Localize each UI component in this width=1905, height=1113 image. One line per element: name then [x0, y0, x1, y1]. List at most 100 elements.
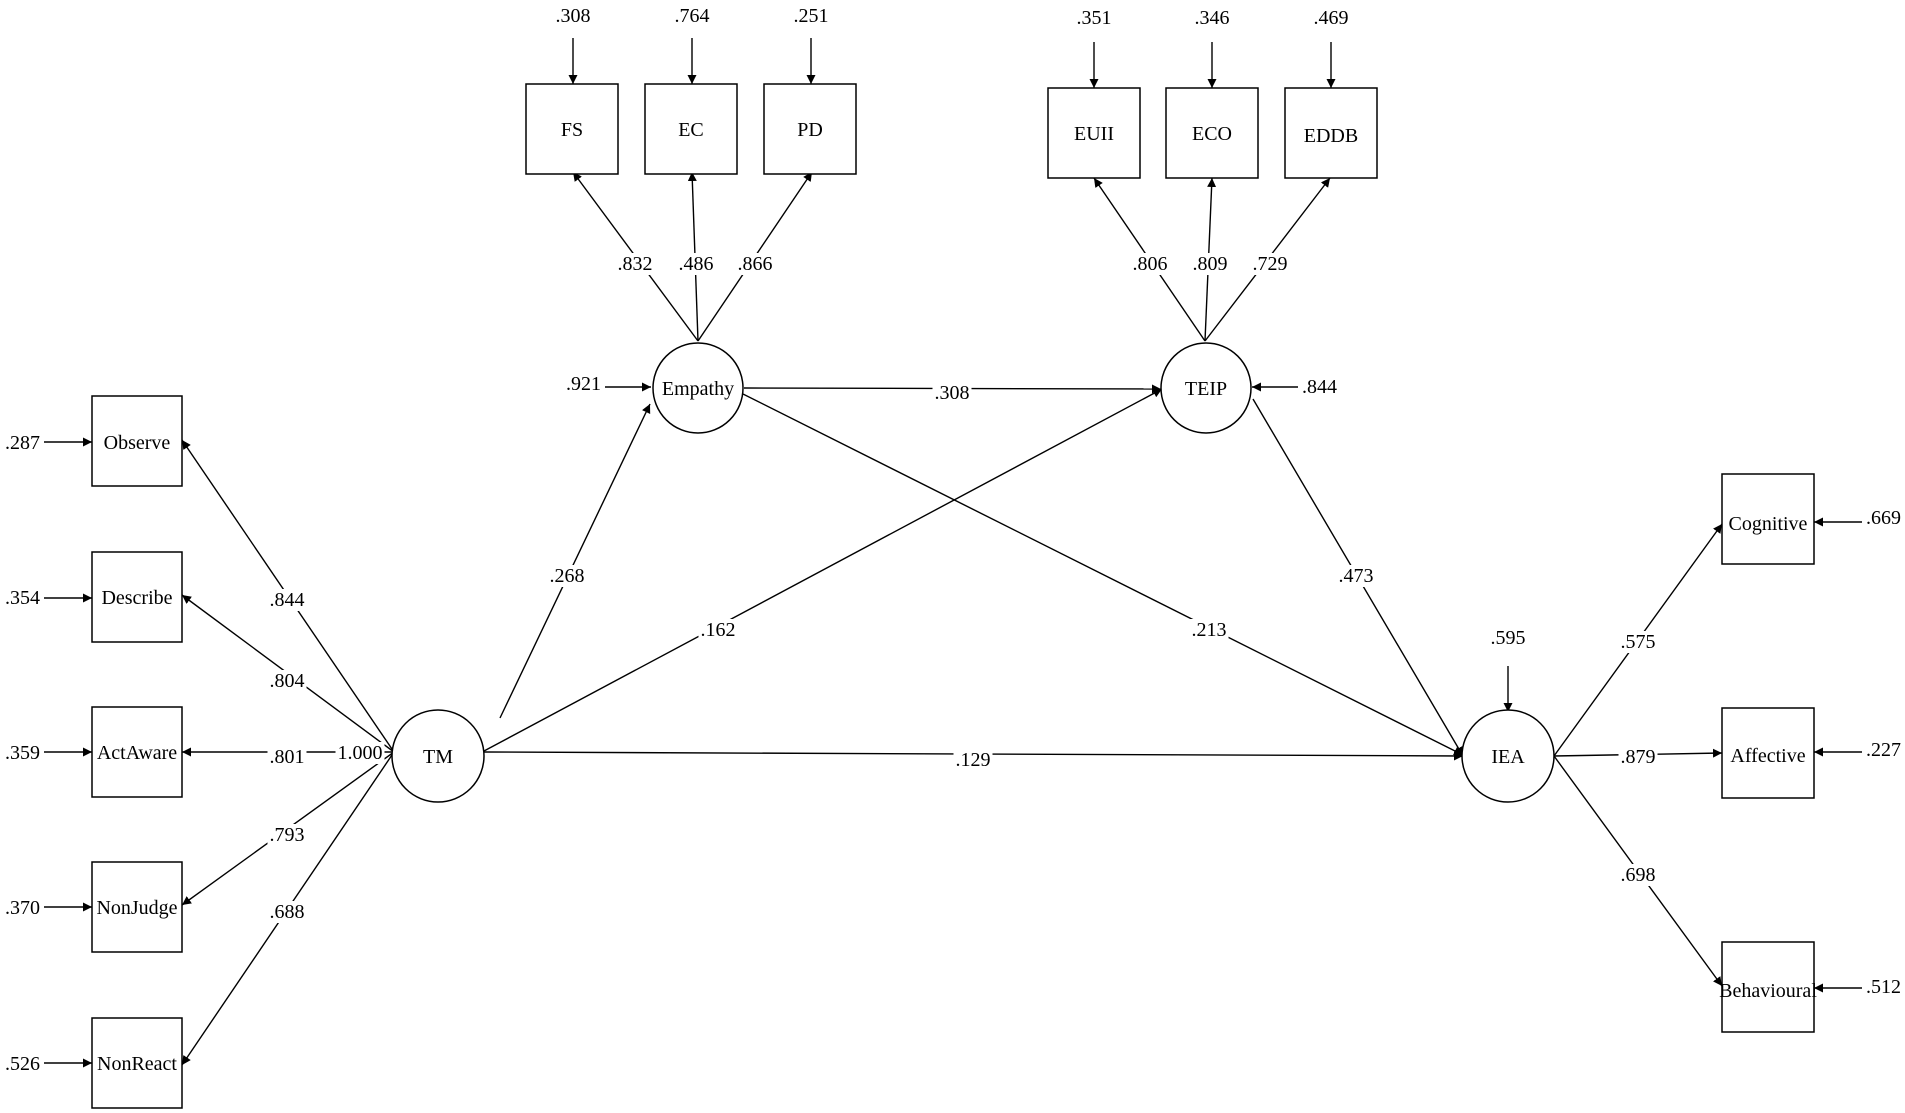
circle-tm: [391, 709, 485, 803]
coef-label-bg: [1189, 619, 1229, 641]
error-pd: .251: [794, 5, 829, 27]
coef-tm-teip: .162: [701, 619, 736, 641]
circle-iea: [1461, 709, 1555, 803]
error-euii: .351: [1077, 7, 1112, 29]
coef-label-bg: [1250, 253, 1290, 275]
coef-teip-eddb: .729: [1253, 253, 1288, 275]
error-actaware: .359: [5, 742, 40, 764]
label-behavioural: Behavioural: [1719, 980, 1817, 1002]
box-affective: [1721, 707, 1815, 799]
coef-label-bg: [676, 253, 716, 275]
box-eco: [1165, 87, 1259, 179]
box-nonjudge: [91, 861, 183, 953]
path-coefficients: .832 .486 .866 .806 .809 .729 .844 .804 …: [267, 253, 1658, 923]
coef-label-bg: [267, 824, 307, 846]
label-fs: FS: [561, 119, 583, 141]
label-pd: PD: [797, 119, 823, 141]
box-cognitive: [1721, 473, 1815, 565]
coef-label-bg: [547, 565, 587, 587]
box-describe: [91, 551, 183, 643]
error-observe: .287: [5, 432, 40, 454]
coef-tm-actaware: .801: [270, 746, 305, 768]
coef-label-bg: [335, 742, 385, 764]
label-describe: Describe: [101, 587, 172, 609]
box-pd: [763, 83, 857, 175]
error-empathy: .921: [566, 373, 601, 395]
error-nonjudge: .370: [5, 897, 40, 919]
coef-label-bg: [953, 749, 993, 771]
coef-iea-cognitive: .575: [1621, 631, 1656, 653]
coef-label-bg: [1618, 864, 1658, 886]
coef-tm-describe: .804: [270, 670, 305, 692]
label-eddb: EDDB: [1304, 125, 1358, 147]
box-actaware: [91, 706, 183, 798]
edge-tm-teip: [483, 388, 1163, 752]
error-labels: .308 .764 .251 .351 .346 .469 .287 .354 …: [5, 5, 1901, 1075]
error-eddb: .469: [1314, 7, 1349, 29]
label-tm: TM: [423, 746, 453, 768]
coef-label-bg: [1130, 253, 1170, 275]
error-teip: .844: [1302, 376, 1337, 398]
label-iea: IEA: [1491, 746, 1525, 768]
circle-empathy: [652, 342, 744, 434]
box-eddb: [1284, 87, 1378, 179]
error-ec: .764: [675, 5, 710, 27]
label-nonjudge: NonJudge: [96, 897, 177, 919]
error-iea: .595: [1491, 627, 1526, 649]
label-teip: TEIP: [1185, 378, 1227, 400]
box-fs: [525, 83, 619, 175]
label-observe: Observe: [104, 432, 171, 454]
coef-teip-euii: .806: [1133, 253, 1168, 275]
coef-emp-teip: .308: [935, 382, 970, 404]
coef-label-bg: [267, 746, 307, 768]
label-euii: EUII: [1074, 123, 1114, 145]
label-empathy: Empathy: [662, 378, 734, 400]
latent-variables: Empathy TEIP TM IEA: [391, 342, 1555, 803]
error-nonreact: .526: [5, 1053, 40, 1075]
coef-emp-fs: .832: [618, 253, 653, 275]
coef-tm-observe: .844: [270, 589, 305, 611]
coef-tm-nonreact: .688: [270, 901, 305, 923]
label-ec: EC: [678, 119, 704, 141]
observed-variables: FS EC PD EUII ECO EDDB Observe Describe …: [91, 83, 1817, 1109]
coef-label-bg: [267, 670, 307, 692]
box-nonreact: [91, 1017, 183, 1109]
box-euii: [1047, 87, 1141, 179]
edges: [44, 38, 1862, 1068]
box-observe: [91, 395, 183, 487]
circle-teip: [1160, 342, 1252, 434]
edge-empathy-iea: [742, 393, 1464, 756]
coef-tm-iea: .129: [956, 749, 991, 771]
coef-iea-behavioural: .698: [1621, 864, 1656, 886]
coef-label-bg: [1618, 631, 1658, 653]
coef-iea-affective: .879: [1621, 746, 1656, 768]
label-affective: Affective: [1730, 745, 1805, 767]
coef-emp-ec: .486: [679, 253, 714, 275]
box-ec: [644, 83, 738, 175]
coef-emp-pd: .866: [738, 253, 773, 275]
error-fs: .308: [556, 5, 591, 27]
coef-label-bg: [1618, 746, 1658, 768]
coef-label-bg: [615, 253, 655, 275]
coef-tm-nonjudge: .793: [270, 824, 305, 846]
label-cognitive: Cognitive: [1729, 513, 1808, 535]
label-actaware: ActAware: [97, 742, 177, 764]
coef-label-bg: [267, 901, 307, 923]
error-cognitive: .669: [1866, 507, 1901, 529]
coef-label-bg: [1190, 253, 1230, 275]
coef-label-bg: [267, 589, 307, 611]
error-describe: .354: [5, 587, 40, 609]
coef-teip-iea: .473: [1339, 565, 1374, 587]
coef-teip-eco: .809: [1193, 253, 1228, 275]
coef-emp-iea: .213: [1192, 619, 1227, 641]
coef-tm-fixed: 1.000: [338, 742, 383, 764]
coef-label-bg: [932, 382, 972, 404]
coef-tm-empathy: .268: [550, 565, 585, 587]
coef-label-bg: [735, 253, 775, 275]
label-eco: ECO: [1192, 123, 1232, 145]
error-behavioural: .512: [1866, 976, 1901, 998]
error-eco: .346: [1195, 7, 1230, 29]
box-behavioural: [1721, 941, 1815, 1033]
label-nonreact: NonReact: [97, 1053, 177, 1075]
